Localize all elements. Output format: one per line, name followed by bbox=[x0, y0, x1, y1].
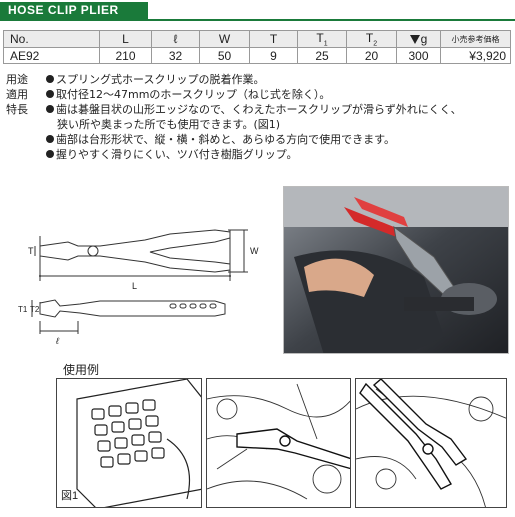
label-l: ℓ bbox=[55, 336, 59, 346]
label-T2: T2 bbox=[30, 305, 40, 314]
cell-price: ¥3,920 bbox=[440, 47, 511, 65]
engine-usage-illustration-2 bbox=[356, 379, 506, 507]
col-T: T bbox=[249, 29, 298, 49]
bullet-icon bbox=[46, 150, 54, 158]
bullet-icon bbox=[46, 105, 54, 113]
usage-figure-3 bbox=[355, 378, 507, 508]
plier-drawing bbox=[359, 379, 468, 490]
feature-row-2: 歯部は台形形状で、縦・横・斜めと、あらゆる方向で使用できます。 bbox=[6, 132, 511, 147]
usage-figure-2 bbox=[206, 378, 351, 508]
dimension-drawing: T W L T1 T2 ℓ bbox=[18, 229, 259, 346]
plier-drawing bbox=[236, 428, 350, 470]
cell-weight: 300 bbox=[396, 47, 441, 65]
usage-text: スプリング式ホースクリップの脱着作業。 bbox=[56, 73, 265, 86]
label-L: L bbox=[132, 281, 137, 291]
product-photo bbox=[283, 186, 509, 354]
col-l: ℓ bbox=[151, 29, 200, 49]
teeth-closeup-illustration bbox=[76, 379, 201, 507]
engine-usage-illustration-1 bbox=[207, 383, 350, 500]
usage-figure-1: 図1 bbox=[56, 378, 202, 508]
red-grip-upper bbox=[344, 207, 402, 239]
label-T1: T1 bbox=[18, 305, 28, 314]
feature-label: 特長 bbox=[6, 103, 28, 116]
bullet-icon bbox=[46, 135, 54, 143]
col-W: W bbox=[199, 29, 250, 49]
cell-l: 32 bbox=[151, 47, 200, 65]
description: 用途 スプリング式ホースクリップの脱着作業。 適用 取付径12～47mmのホース… bbox=[6, 72, 511, 162]
red-grip-lower bbox=[354, 197, 408, 227]
col-weight: g bbox=[396, 29, 441, 49]
cell-W: 50 bbox=[199, 47, 250, 65]
feature-text-2: 歯部は台形形状で、縦・横・斜めと、あらゆる方向で使用できます。 bbox=[56, 133, 396, 146]
cell-no: AE92 bbox=[3, 47, 100, 65]
feature-text-1b: 狭い所や奥まった所でも使用できます。(図1) bbox=[57, 118, 281, 131]
feature-row-3: 握りやすく滑りにくい、ツバ付き樹脂グリップ。 bbox=[6, 147, 511, 162]
cell-T: 9 bbox=[249, 47, 298, 65]
triangle-down-icon bbox=[409, 35, 420, 45]
grip-slots bbox=[169, 303, 217, 309]
usage-title: 使用例 bbox=[63, 363, 100, 377]
header-rule bbox=[0, 19, 515, 21]
spec-header-row: No. L ℓ W T T1 T2 g 小売参考価格 bbox=[3, 29, 511, 49]
col-L: L bbox=[99, 29, 152, 49]
feature-text-1a: 歯は碁盤目状の山形エッジなので、くわえたホースクリップが滑らず外れにくく、 bbox=[56, 103, 462, 116]
figure-label: 図1 bbox=[61, 490, 79, 502]
usage-label: 用途 bbox=[6, 73, 28, 86]
fit-row: 適用 取付径12～47mmのホースクリップ（ねじ式を除く）。 bbox=[6, 87, 511, 102]
photo-illustration bbox=[284, 187, 508, 353]
label-T: T bbox=[28, 246, 34, 256]
bullet-icon bbox=[46, 90, 54, 98]
teeth-grid bbox=[91, 399, 165, 468]
bullet-icon bbox=[46, 75, 54, 83]
usage-row: 用途 スプリング式ホースクリップの脱着作業。 bbox=[6, 72, 511, 87]
col-no: No. bbox=[3, 29, 100, 49]
feature-text-3: 握りやすく滑りにくい、ツバ付き樹脂グリップ。 bbox=[56, 148, 298, 161]
col-price: 小売参考価格 bbox=[440, 29, 511, 49]
col-T1: T1 bbox=[297, 29, 347, 49]
fit-text: 取付径12～47mmのホースクリップ（ねじ式を除く）。 bbox=[56, 88, 331, 101]
spec-data-row: AE92 210 32 50 9 25 20 300 ¥3,920 bbox=[3, 47, 511, 65]
pivot-icon bbox=[87, 245, 99, 257]
header: HOSE CLIP PLIER bbox=[0, 0, 515, 21]
feature-row-1: 特長 歯は碁盤目状の山形エッジなので、くわえたホースクリップが滑らず外れにくく、 bbox=[6, 102, 511, 117]
spec-table: No. L ℓ W T T1 T2 g 小売参考価格 AE92 210 32 5… bbox=[3, 29, 511, 65]
cell-T1: 25 bbox=[297, 47, 347, 65]
plier-plan-outline bbox=[39, 229, 231, 273]
cell-L: 210 bbox=[99, 47, 152, 65]
label-W: W bbox=[250, 246, 259, 256]
product-title: HOSE CLIP PLIER bbox=[0, 2, 148, 19]
fit-label: 適用 bbox=[6, 88, 28, 101]
col-T2: T2 bbox=[346, 29, 397, 49]
plier-side-outline bbox=[39, 299, 226, 318]
hand-shape bbox=[304, 258, 374, 297]
cell-T2: 20 bbox=[346, 47, 397, 65]
